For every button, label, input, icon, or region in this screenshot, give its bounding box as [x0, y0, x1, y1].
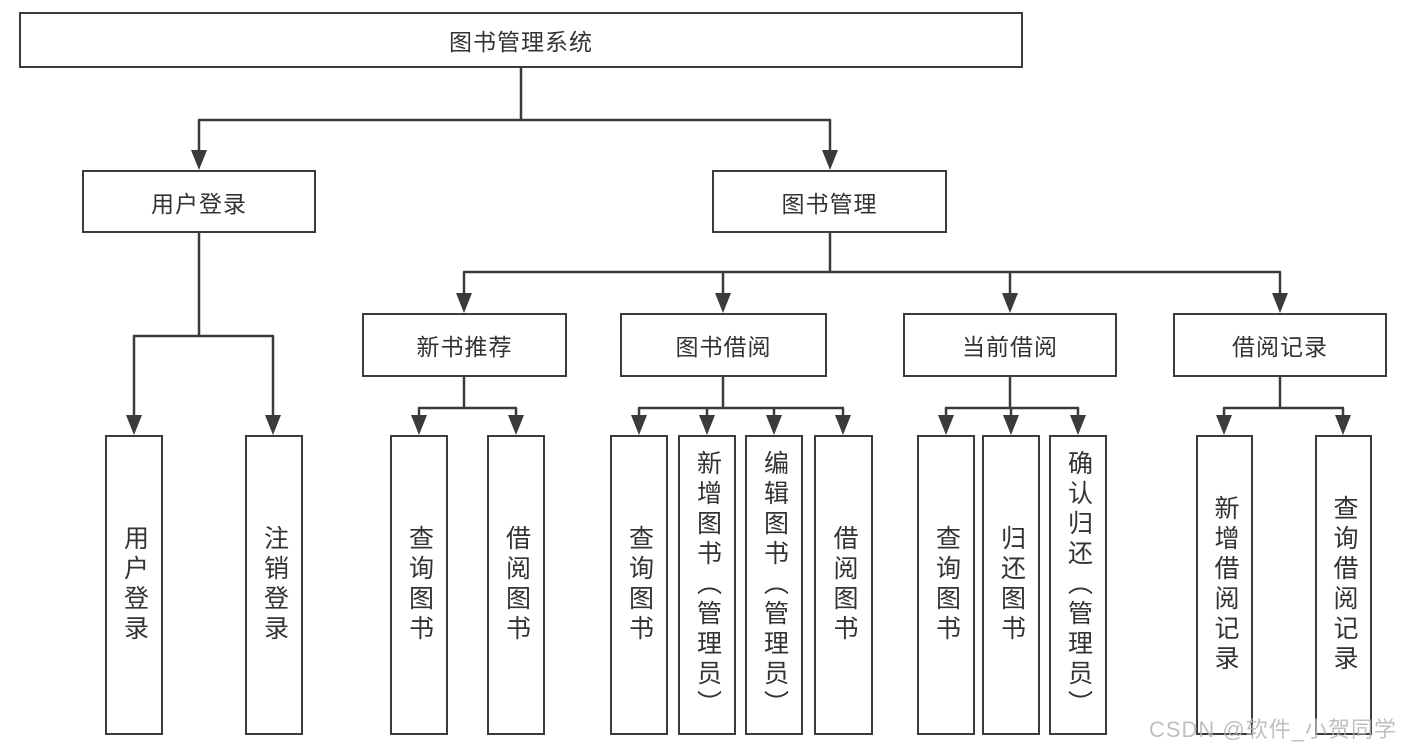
connector-root-to-level2	[191, 68, 838, 170]
arrow-down-icon	[191, 150, 207, 170]
node-leaf-add-borrow-record: 新增借阅记录	[1196, 435, 1253, 735]
arrow-down-icon	[1272, 293, 1288, 313]
arrow-down-icon	[1002, 293, 1018, 313]
node-leaf-borrow-book: 借阅图书	[814, 435, 873, 735]
node-leaf-query-book-borrow: 查询图书	[610, 435, 668, 735]
connector-new-book-recommend-to-leaves	[411, 377, 524, 435]
node-leaf-logout: 注销登录	[245, 435, 303, 735]
arrow-down-icon	[1003, 415, 1019, 435]
node-leaf-query-borrow-record: 查询借阅记录	[1315, 435, 1372, 735]
node-leaf-borrow-book-recommend: 借阅图书	[487, 435, 545, 735]
arrow-down-icon	[126, 415, 142, 435]
arrow-down-icon	[1335, 415, 1351, 435]
arrow-down-icon	[508, 415, 524, 435]
connector-borrow-record-to-leaves	[1216, 377, 1351, 435]
node-new-book-recommend: 新书推荐	[362, 313, 567, 377]
connector-book-borrow-to-leaves	[631, 377, 851, 435]
arrow-down-icon	[766, 415, 782, 435]
connector-current-borrow-to-leaves	[938, 377, 1086, 435]
node-leaf-query-book-recommend: 查询图书	[390, 435, 448, 735]
arrow-down-icon	[411, 415, 427, 435]
node-root-system: 图书管理系统	[19, 12, 1023, 68]
node-user-login: 用户登录	[82, 170, 316, 233]
arrow-down-icon	[265, 415, 281, 435]
node-book-management: 图书管理	[712, 170, 947, 233]
node-current-borrow: 当前借阅	[903, 313, 1117, 377]
node-book-borrow: 图书借阅	[620, 313, 827, 377]
node-leaf-confirm-return-admin: 确认归还（管理员）	[1049, 435, 1107, 735]
arrow-down-icon	[822, 150, 838, 170]
arrow-down-icon	[631, 415, 647, 435]
arrow-down-icon	[938, 415, 954, 435]
csdn-watermark: CSDN @软件_小贺同学	[1148, 717, 1397, 742]
node-leaf-query-book-current: 查询图书	[917, 435, 975, 735]
arrow-down-icon	[1216, 415, 1232, 435]
node-borrow-record: 借阅记录	[1173, 313, 1387, 377]
arrow-down-icon	[715, 293, 731, 313]
arrow-down-icon	[835, 415, 851, 435]
node-leaf-add-book-admin: 新增图书（管理员）	[678, 435, 736, 735]
arrow-down-icon	[1070, 415, 1086, 435]
arrow-down-icon	[699, 415, 715, 435]
connector-book-management-to-level3	[456, 233, 1288, 313]
node-leaf-edit-book-admin: 编辑图书（管理员）	[745, 435, 803, 735]
node-leaf-return-book: 归还图书	[982, 435, 1040, 735]
connector-user-login-to-leaves	[126, 233, 281, 435]
arrow-down-icon	[456, 293, 472, 313]
node-leaf-user-login: 用户登录	[105, 435, 163, 735]
